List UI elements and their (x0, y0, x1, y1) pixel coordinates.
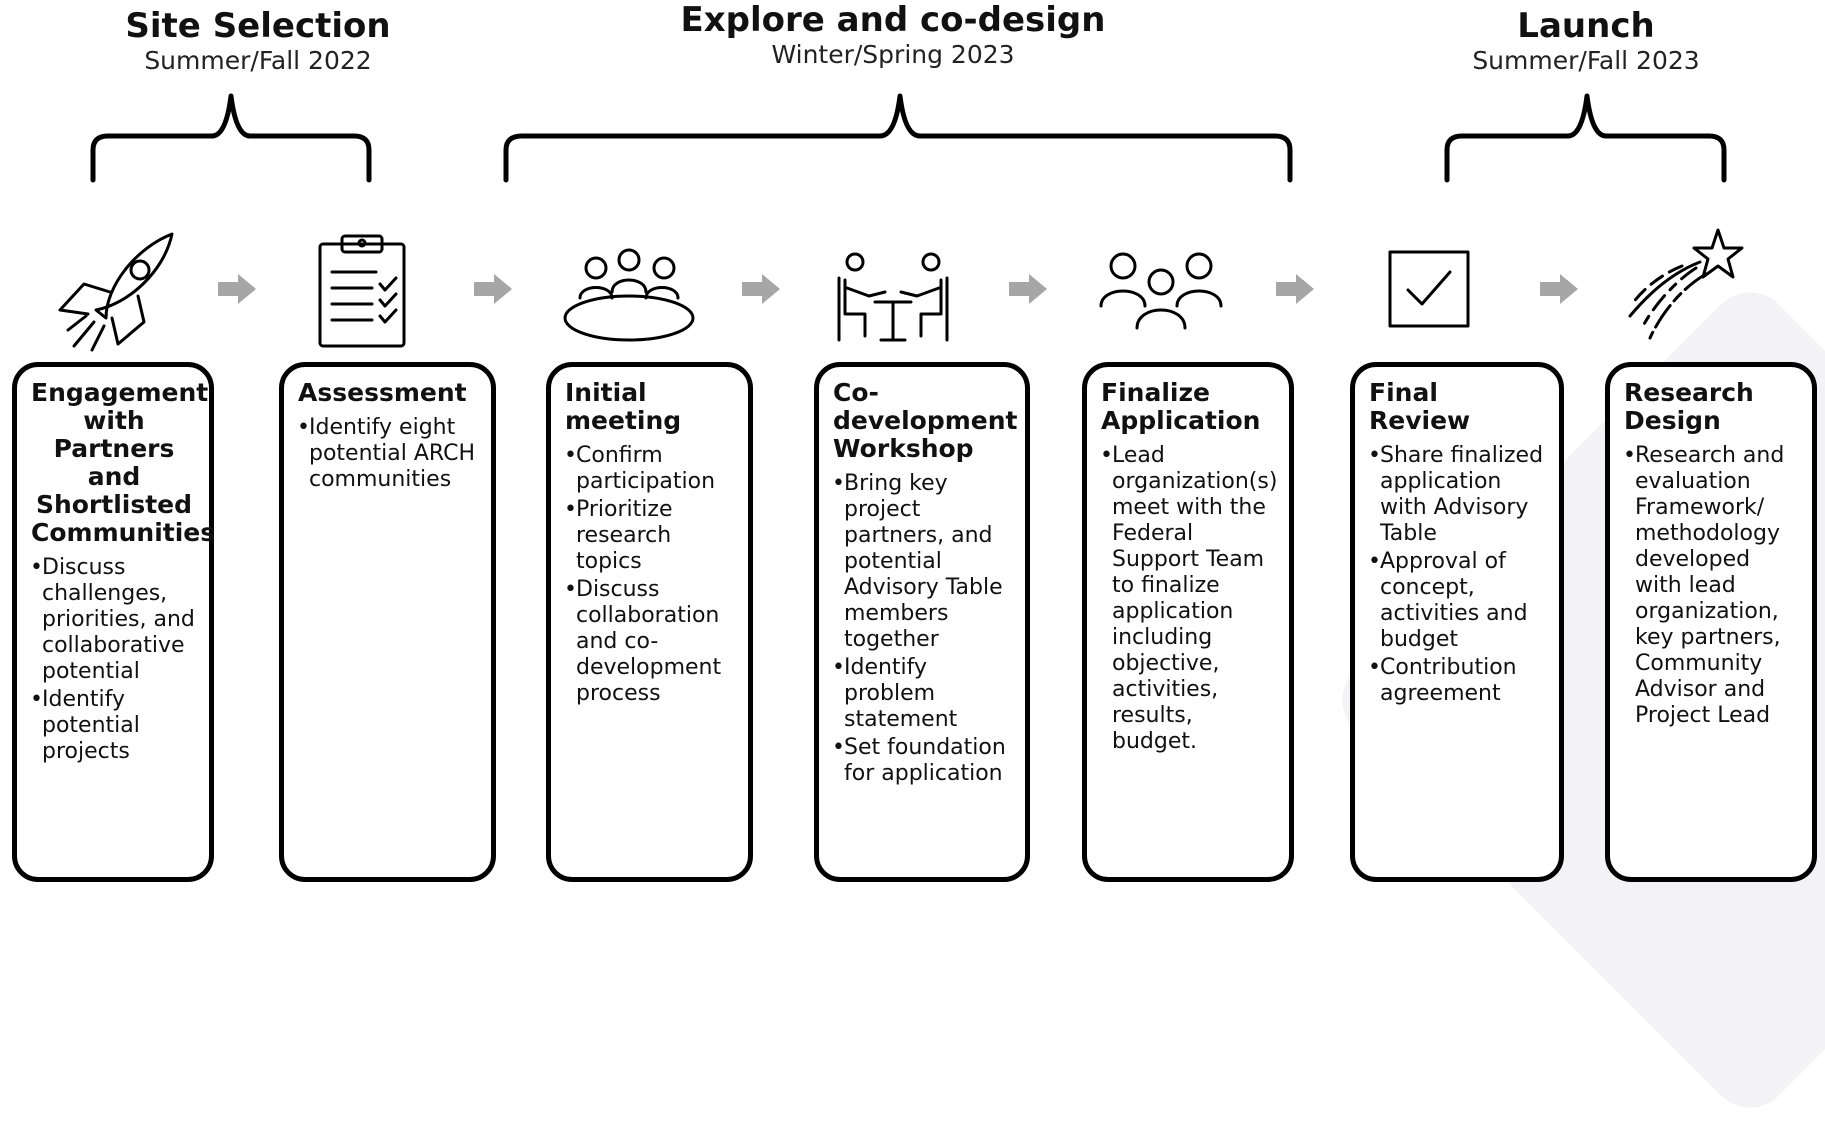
step-bullets: Confirm participation Prioritize researc… (564, 443, 736, 707)
step-card-final-review: Final Review Share finalized application… (1350, 362, 1564, 882)
phase-title: Explore and co-design (680, 0, 1106, 40)
phase-brackets (90, 93, 1727, 183)
step-bullet: Identify eight potential ARCH communitie… (297, 415, 479, 493)
step-title: Co-development Workshop (833, 378, 1018, 463)
step-bullets: Identify eight potential ARCH communitie… (297, 415, 479, 493)
phase-site-selection: Site Selection Summer/Fall 2022 (58, 6, 458, 76)
step-bullet: Contribution agreement (1368, 655, 1547, 707)
step-bullet: Identify problem statement (832, 655, 1013, 733)
bracket-launch (1444, 93, 1727, 183)
step-card-engagement: Engagement with Partners and Shortlisted… (12, 362, 216, 882)
step-bullets: Bring key project partners, and potentia… (832, 471, 1013, 787)
shooting-star-icon (1628, 228, 1744, 340)
workshop-icon (837, 252, 949, 342)
bracket-site-selection (90, 93, 372, 183)
phase-explore-co-design: Explore and co-design Winter/Spring 2023 (593, 0, 1193, 70)
arrow-right-icon (218, 274, 256, 304)
step-bullet: Research and evaluation Framework/ metho… (1623, 443, 1800, 729)
phase-dates: Winter/Spring 2023 (771, 40, 1015, 69)
people-group-icon (1099, 252, 1223, 330)
arrow-right-icon (1540, 274, 1578, 304)
meeting-table-icon (563, 248, 695, 342)
phase-launch: Launch Summer/Fall 2023 (1436, 6, 1736, 76)
step-title: Research Design (1624, 378, 1754, 435)
arrow-right-icon (474, 274, 512, 304)
checkbox-icon (1388, 250, 1470, 328)
step-bullet: Identify potential projects (30, 687, 197, 765)
step-card-assessment: Assessment Identify eight potential ARCH… (279, 362, 496, 882)
phase-dates: Summer/Fall 2023 (1472, 46, 1700, 75)
step-bullet: Bring key project partners, and potentia… (832, 471, 1013, 653)
step-bullets: Discuss challenges, priorities, and coll… (30, 555, 197, 765)
arrow-right-icon (1276, 274, 1314, 304)
step-bullet: Discuss challenges, priorities, and coll… (30, 555, 197, 685)
step-card-initial-meeting: Initial meeting Confirm participation Pr… (546, 362, 753, 882)
step-bullet: Confirm participation (564, 443, 736, 495)
step-title: Initial meeting (565, 378, 682, 435)
step-bullets: Research and evaluation Framework/ metho… (1623, 443, 1800, 729)
step-bullets: Lead organization(s) meet with the Feder… (1100, 443, 1277, 755)
step-bullet: Prioritize research topics (564, 497, 736, 575)
step-title: Engagement with Partners and Shortlisted… (31, 378, 216, 547)
phase-dates: Summer/Fall 2022 (144, 46, 372, 75)
phase-title: Site Selection (125, 6, 391, 46)
step-card-finalize-application: Finalize Application Lead organization(s… (1082, 362, 1294, 882)
step-card-research-design: Research Design Research and evaluation … (1605, 362, 1817, 882)
step-bullet: Share finalized application with Advisor… (1368, 443, 1547, 547)
phase-title: Launch (1517, 6, 1655, 46)
rocket-icon (58, 232, 174, 352)
arrow-right-icon (1009, 274, 1047, 304)
arrow-right-icon (742, 274, 780, 304)
step-bullet: Approval of concept, activities and budg… (1368, 549, 1547, 653)
step-title: Assessment (298, 378, 467, 407)
step-title: Finalize Application (1101, 378, 1261, 435)
step-bullet: Lead organization(s) meet with the Feder… (1100, 443, 1277, 755)
step-bullet: Set foundation for application (832, 735, 1013, 787)
bracket-explore (503, 93, 1293, 183)
clipboard-checklist-icon (318, 234, 406, 348)
step-bullet: Discuss collaboration and co-development… (564, 577, 736, 707)
step-bullets: Share finalized application with Advisor… (1368, 443, 1547, 707)
step-card-co-development-workshop: Co-development Workshop Bring key projec… (814, 362, 1030, 882)
step-title: Final Review (1369, 378, 1471, 435)
